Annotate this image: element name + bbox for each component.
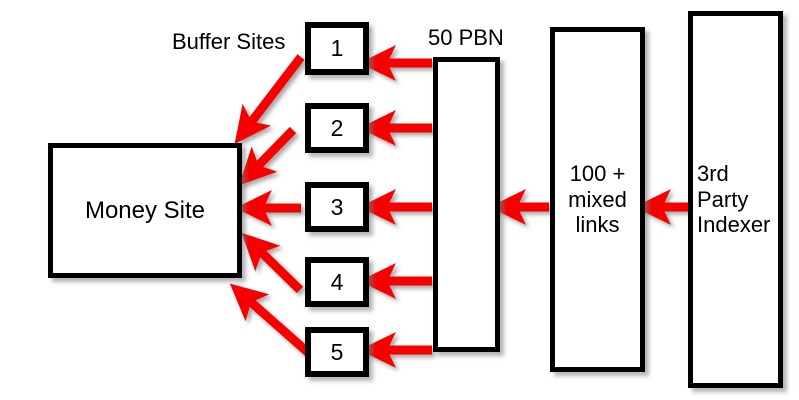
- node-buffer-site-2-label: 2: [330, 114, 344, 141]
- node-money-site[interactable]: Money Site: [48, 143, 242, 278]
- node-money-site-label: Money Site: [84, 196, 206, 224]
- caption-50-pbn: 50 PBN: [428, 25, 504, 50]
- arrow-buffer4-to-money: [241, 232, 304, 294]
- node-pbn-column[interactable]: [433, 57, 500, 352]
- node-buffer-site-2[interactable]: 2: [305, 103, 369, 153]
- caption-buffer-sites: Buffer Sites: [172, 29, 286, 54]
- node-buffer-site-1-label: 1: [330, 35, 344, 62]
- node-buffer-site-5[interactable]: 5: [305, 327, 369, 377]
- node-buffer-site-5-label: 5: [330, 338, 344, 365]
- node-mixed-links-label: 100 + mixed links: [568, 161, 627, 238]
- node-buffer-site-3-label: 3: [330, 193, 344, 220]
- node-third-party-indexer[interactable]: 3rd Party Indexer: [688, 11, 783, 388]
- node-buffer-site-4-label: 4: [330, 268, 344, 295]
- arrow-buffer2-to-money: [238, 126, 297, 186]
- arrow-buffer1-to-money: [234, 54, 305, 145]
- node-third-party-indexer-label: 3rd Party Indexer: [697, 161, 771, 238]
- node-mixed-links[interactable]: 100 + mixed links: [550, 27, 645, 372]
- arrow-buffer5-to-money: [229, 283, 315, 360]
- node-buffer-site-1[interactable]: 1: [305, 22, 369, 75]
- node-buffer-site-3[interactable]: 3: [305, 182, 369, 232]
- node-buffer-site-4[interactable]: 4: [305, 257, 369, 307]
